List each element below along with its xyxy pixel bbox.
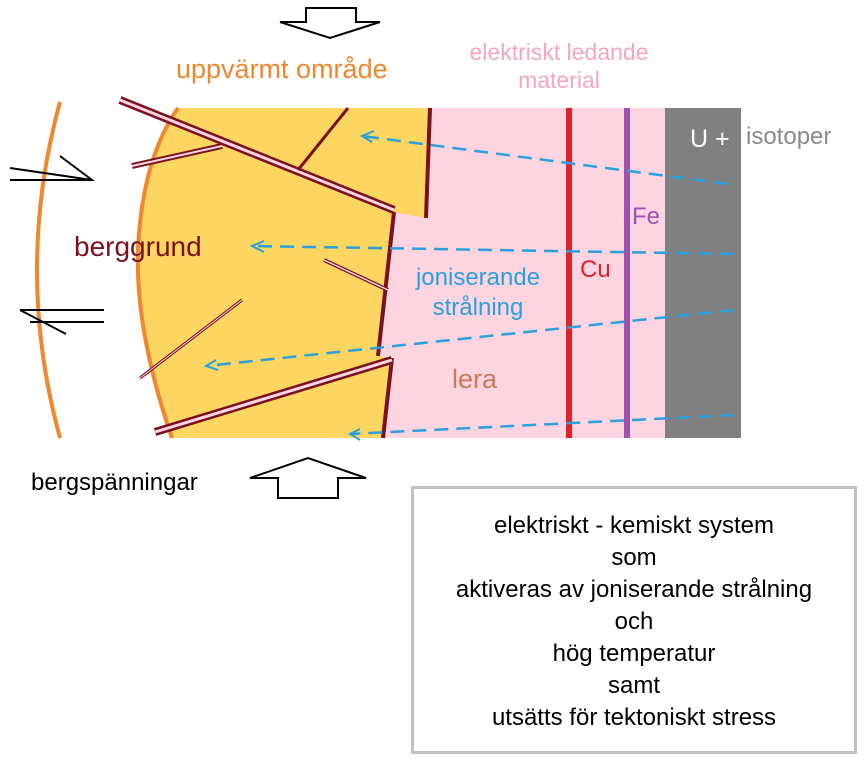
copper-label: Cu bbox=[580, 256, 611, 283]
compression-arrow-top bbox=[279, 7, 381, 40]
radiation-arrow-3 bbox=[205, 308, 735, 368]
clay-label: lera bbox=[452, 364, 498, 394]
fracture-upper-inner bbox=[119, 98, 395, 212]
iron-label: Fe bbox=[632, 203, 661, 230]
shear-arrow-right bbox=[9, 155, 95, 181]
conductive-material-line2: material bbox=[518, 67, 600, 93]
radiation-arrow-2 bbox=[251, 244, 735, 256]
bedrock-label: berggrund bbox=[74, 231, 202, 262]
summary-line-2: som bbox=[611, 544, 657, 571]
summary-line-3: aktiveras av joniserande strålning bbox=[455, 576, 813, 603]
ionizing-radiation-line1: joniserande bbox=[415, 264, 541, 291]
isotope-block bbox=[665, 108, 741, 438]
fracture-short bbox=[296, 107, 350, 171]
summary-line-6: samt bbox=[607, 672, 660, 699]
isotopes-label: isotoper bbox=[746, 123, 832, 150]
rock-stress-label: bergspänningar bbox=[31, 469, 198, 496]
radiation-arrow-4 bbox=[349, 413, 735, 436]
radiation-arrows bbox=[205, 134, 735, 436]
shear-arrow-left bbox=[19, 309, 104, 335]
ionizing-radiation-line2: strålning bbox=[432, 294, 524, 321]
compression-arrow-bottom bbox=[249, 456, 367, 499]
conductive-material-label: elektriskt ledande material bbox=[440, 38, 678, 94]
fracture-branch-inner bbox=[131, 145, 223, 167]
bedrock-region bbox=[137, 108, 430, 438]
radiation-arrow-1 bbox=[361, 134, 729, 186]
tectonic-line bbox=[35, 101, 62, 439]
u-plus-label: U + bbox=[690, 125, 730, 153]
summary-line-7: utsätts för tektoniskt stress bbox=[491, 704, 777, 731]
fracture-mid-inner bbox=[323, 259, 389, 291]
summary-line-1: elektriskt - kemiskt system bbox=[493, 512, 775, 539]
bedrock-edge bbox=[376, 107, 432, 439]
heated-area-label: uppvärmt område bbox=[176, 54, 388, 84]
summary-line-4: och bbox=[614, 608, 654, 635]
fractures bbox=[118, 96, 396, 436]
conductive-material-line1: elektriskt ledande bbox=[469, 39, 649, 65]
summary-box: elektriskt - kemiskt system som aktivera… bbox=[411, 486, 857, 754]
fracture-lower-inner bbox=[154, 358, 393, 434]
fracture-lower-thin-inner bbox=[139, 299, 243, 379]
heated-area-boundary bbox=[135, 106, 180, 439]
summary-line-5: hög temperatur bbox=[552, 640, 716, 667]
radiation-arrowheads bbox=[203, 130, 375, 441]
ionizing-radiation-label: joniserande strålning bbox=[404, 263, 552, 323]
